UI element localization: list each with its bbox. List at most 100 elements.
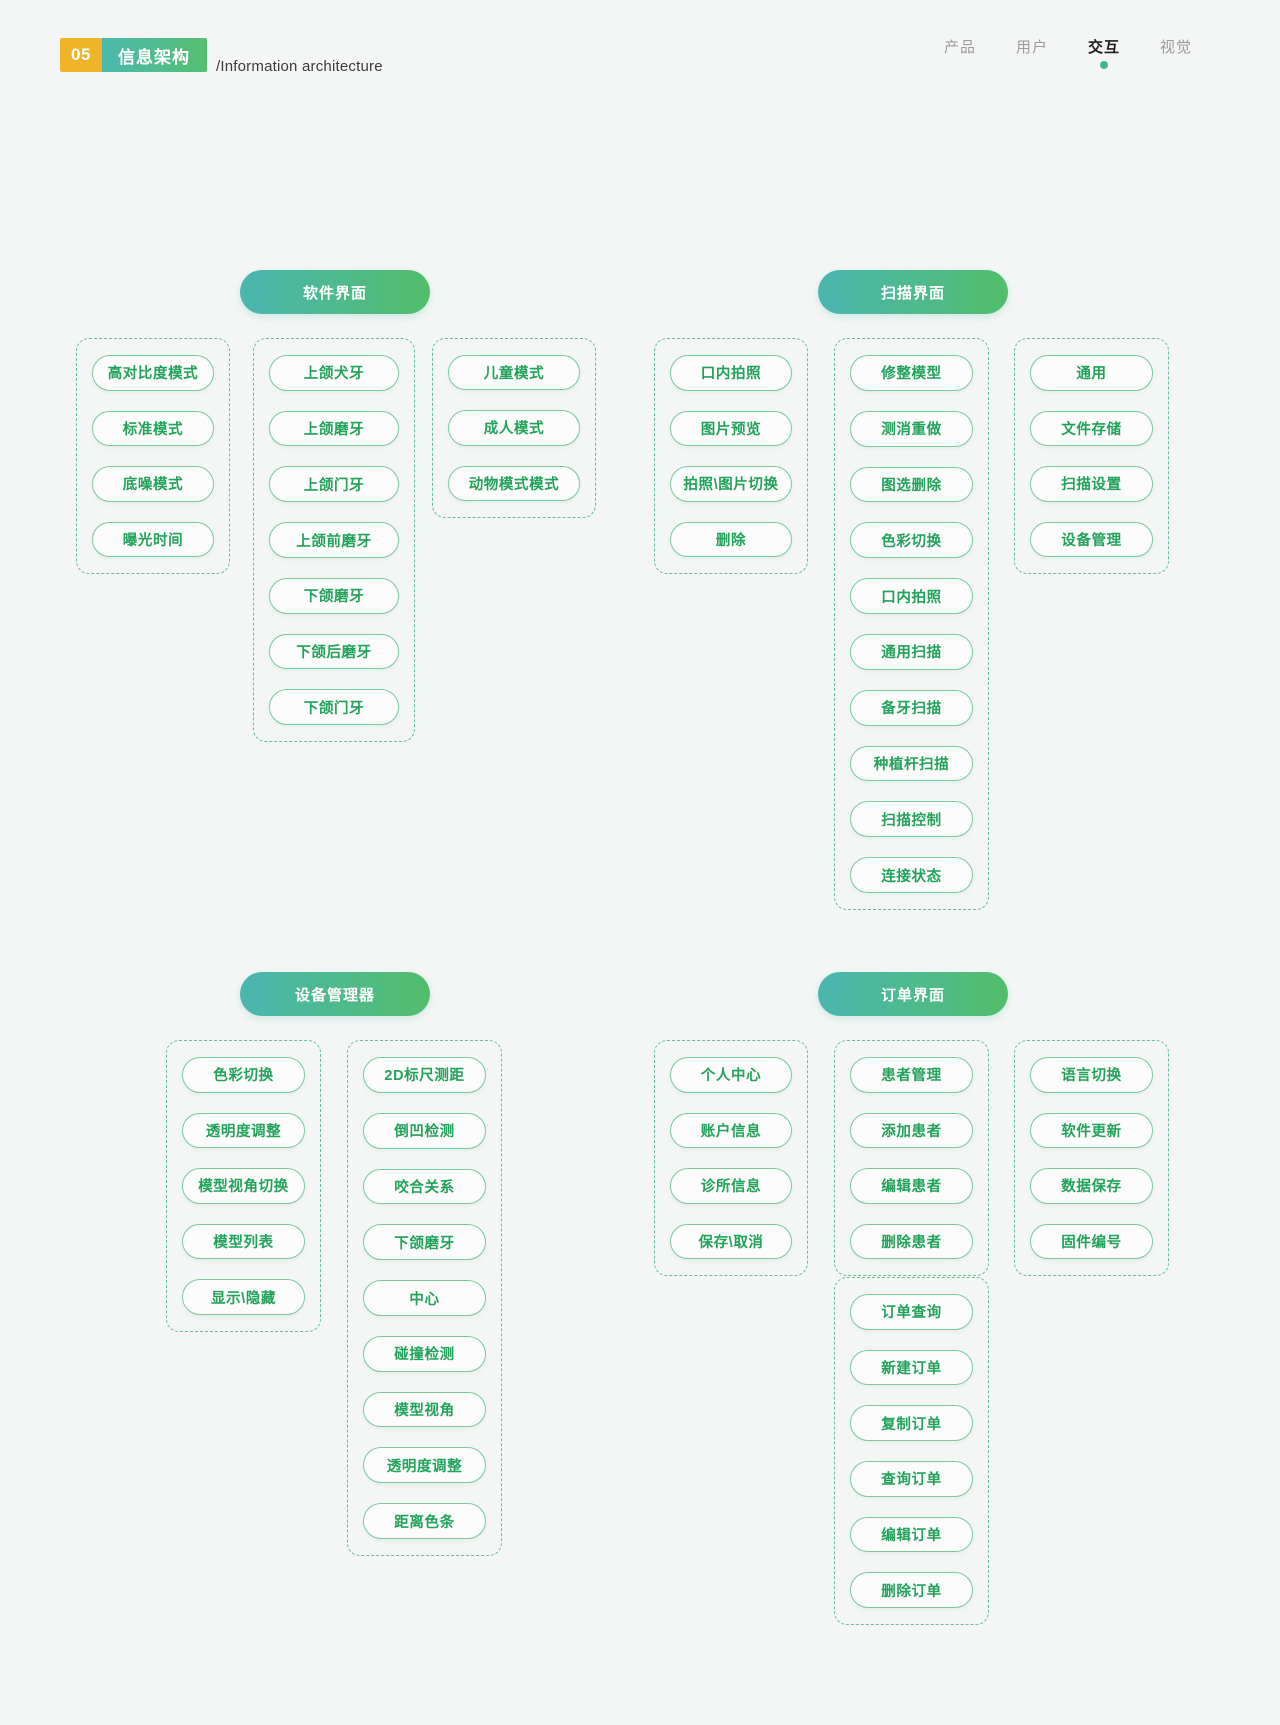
feature-pill[interactable]: 编辑患者: [850, 1168, 973, 1204]
feature-pill[interactable]: 修整模型: [850, 355, 973, 391]
feature-pill[interactable]: 通用扫描: [850, 633, 973, 670]
feature-pill-label: 2D标尺测距: [384, 1068, 465, 1085]
feature-pill[interactable]: 患者管理: [850, 1057, 973, 1093]
feature-pill[interactable]: 模型列表: [182, 1223, 305, 1260]
active-indicator-dot: [1099, 61, 1108, 69]
feature-pill[interactable]: 账户信息: [670, 1112, 792, 1148]
feature-pill[interactable]: 固件编号: [1030, 1223, 1153, 1259]
feature-pill[interactable]: 设备管理: [1030, 521, 1153, 557]
feature-pill-label: 上颌磨牙: [303, 422, 365, 439]
feature-pill[interactable]: 个人中心: [670, 1057, 792, 1093]
feature-pill-label: 删除订单: [881, 1583, 942, 1600]
feature-pill[interactable]: 模型视角: [363, 1391, 486, 1428]
feature-pill[interactable]: 上颌犬牙: [269, 355, 399, 391]
feature-pill[interactable]: 儿童模式: [448, 355, 580, 391]
feature-pill[interactable]: 添加患者: [850, 1112, 973, 1148]
feature-pill[interactable]: 图选删除: [850, 466, 973, 503]
group-box: 个人中心账户信息诊所信息保存\取消: [654, 1040, 808, 1276]
section-header-扫描界面[interactable]: 扫描界面: [818, 270, 1008, 314]
feature-pill[interactable]: 上颌磨牙: [269, 410, 399, 447]
section-badge: 05 信息架构: [60, 38, 207, 72]
nav-item-1[interactable]: 用户: [1016, 36, 1048, 69]
feature-pill-label: 倒凹检测: [394, 1124, 455, 1141]
feature-pill[interactable]: 测消重做: [850, 410, 973, 447]
section-header-软件界面[interactable]: 软件界面: [240, 270, 430, 314]
feature-pill[interactable]: 2D标尺测距: [363, 1057, 486, 1093]
feature-pill[interactable]: 下颌门牙: [269, 689, 399, 726]
feature-pill[interactable]: 数据保存: [1030, 1168, 1153, 1204]
architecture-board: 软件界面高对比度模式标准模式底噪模式曝光时间 上颌犬牙上颌磨牙上颌门牙上颌前磨牙下…: [0, 96, 1280, 1725]
feature-pill[interactable]: 删除: [670, 521, 792, 557]
feature-pill-label: 文件存储: [1061, 421, 1122, 438]
feature-pill[interactable]: 软件更新: [1030, 1112, 1153, 1148]
feature-pill[interactable]: 编辑订单: [850, 1516, 973, 1553]
feature-pill[interactable]: 复制订单: [850, 1405, 973, 1442]
feature-pill[interactable]: 扫描控制: [850, 801, 973, 838]
feature-pill[interactable]: 中心: [363, 1280, 486, 1316]
feature-pill[interactable]: 保存\取消: [670, 1223, 792, 1259]
feature-pill[interactable]: 距离色条: [363, 1503, 486, 1540]
nav-item-2[interactable]: 交互: [1088, 36, 1120, 69]
feature-pill[interactable]: 色彩切换: [850, 522, 973, 559]
feature-pill[interactable]: 下颌磨牙: [269, 577, 399, 614]
feature-pill-label: 扫描控制: [881, 812, 942, 829]
feature-pill[interactable]: 色彩切换: [182, 1057, 305, 1093]
feature-pill-label: 编辑患者: [881, 1179, 942, 1196]
feature-pill[interactable]: 备牙扫描: [850, 689, 973, 726]
feature-pill[interactable]: 上颌门牙: [269, 466, 399, 503]
group-box: 修整模型测消重做图选删除色彩切换口内拍照通用扫描备牙扫描种植杆扫描扫描控制连接状…: [834, 338, 989, 910]
feature-pill[interactable]: 倒凹检测: [363, 1112, 486, 1149]
feature-pill-label: 删除: [715, 532, 747, 549]
feature-pill[interactable]: 删除患者: [850, 1223, 973, 1259]
feature-pill[interactable]: 扫描设置: [1030, 466, 1153, 502]
feature-pill[interactable]: 图片预览: [670, 410, 792, 446]
nav-item-0[interactable]: 产品: [944, 36, 976, 69]
feature-pill-label: 模型列表: [213, 1235, 274, 1252]
feature-pill[interactable]: 底噪模式: [92, 466, 214, 502]
feature-pill-label: 高对比度模式: [107, 366, 199, 383]
group-box: 儿童模式成人模式动物模式模式: [432, 338, 596, 518]
feature-pill[interactable]: 曝光时间: [92, 521, 214, 557]
group-box: 订单查询新建订单复制订单查询订单编辑订单删除订单: [834, 1277, 989, 1625]
feature-pill[interactable]: 查询订单: [850, 1461, 973, 1497]
feature-pill[interactable]: 高对比度模式: [92, 355, 214, 391]
feature-pill[interactable]: 诊所信息: [670, 1168, 792, 1204]
page-subtitle: /Information architecture: [216, 58, 383, 75]
section-header-label: 订单界面: [880, 986, 945, 1004]
feature-pill-label: 动物模式模式: [468, 476, 560, 493]
feature-pill-label: 底噪模式: [122, 477, 184, 494]
top-nav: 产品 用户 交互 视觉: [944, 36, 1192, 69]
feature-pill[interactable]: 下颌磨牙: [363, 1224, 486, 1261]
feature-pill[interactable]: 上颌前磨牙: [269, 522, 399, 558]
section-header-订单界面[interactable]: 订单界面: [818, 972, 1008, 1016]
feature-pill-label: 拍照\图片切换: [683, 477, 779, 494]
feature-pill[interactable]: 透明度调整: [363, 1447, 486, 1484]
feature-pill[interactable]: 模型视角切换: [182, 1168, 305, 1204]
feature-pill[interactable]: 种植杆扫描: [850, 745, 973, 782]
feature-pill[interactable]: 碰撞检测: [363, 1335, 486, 1372]
feature-pill[interactable]: 订单查询: [850, 1294, 973, 1330]
feature-pill[interactable]: 标准模式: [92, 410, 214, 446]
feature-pill[interactable]: 删除订单: [850, 1572, 973, 1609]
feature-pill[interactable]: 拍照\图片切换: [670, 466, 792, 502]
feature-pill[interactable]: 口内拍照: [670, 355, 792, 391]
feature-pill-label: 备牙扫描: [881, 701, 942, 718]
section-header-设备管理器[interactable]: 设备管理器: [240, 972, 430, 1016]
feature-pill[interactable]: 语言切换: [1030, 1057, 1153, 1093]
feature-pill[interactable]: 连接状态: [850, 857, 973, 893]
feature-pill[interactable]: 成人模式: [448, 410, 580, 446]
section-header-label: 设备管理器: [294, 986, 375, 1004]
feature-pill-label: 种植杆扫描: [873, 756, 950, 773]
feature-pill[interactable]: 下颌后磨牙: [269, 633, 399, 670]
feature-pill-label: 显示\隐藏: [210, 1290, 277, 1307]
feature-pill[interactable]: 咬合关系: [363, 1168, 486, 1205]
feature-pill[interactable]: 显示\隐藏: [182, 1279, 305, 1315]
nav-item-3[interactable]: 视觉: [1160, 36, 1192, 69]
feature-pill[interactable]: 通用: [1030, 355, 1153, 391]
feature-pill[interactable]: 动物模式模式: [448, 465, 580, 501]
feature-pill-label: 上颌前磨牙: [296, 533, 372, 550]
feature-pill[interactable]: 文件存储: [1030, 410, 1153, 446]
feature-pill[interactable]: 口内拍照: [850, 578, 973, 614]
feature-pill[interactable]: 新建订单: [850, 1349, 973, 1386]
feature-pill[interactable]: 透明度调整: [182, 1112, 305, 1149]
